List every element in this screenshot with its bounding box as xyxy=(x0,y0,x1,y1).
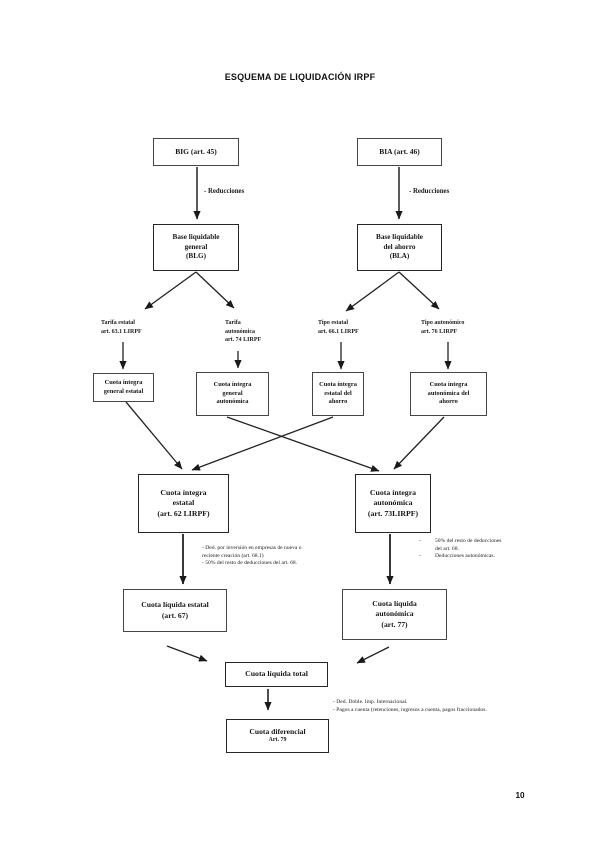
node-cuota-integra-autonomica-ahorro: Cuota íntegra autonómica del ahorro xyxy=(410,372,487,416)
node-cuota-diferencial-article: Art. 79 xyxy=(268,737,287,744)
node-cuota-liquida-autonomica: Cuota líquida autonómica (art. 77) xyxy=(342,589,447,640)
arrow-blg-to-tarifa-autonomica xyxy=(195,271,235,309)
label-tarifa-estatal: Tarifa estatal art. 63.1 LIRPF xyxy=(101,320,142,335)
note-autonomica-deductions: - 50% del resto de deducciones del art. … xyxy=(419,538,503,561)
note-item: - Ded. Doble. Imp. Internacional. xyxy=(333,699,408,705)
label-reducciones-general: - Reducciones xyxy=(204,188,245,195)
node-cuota-liquida-total: Cuota líquida total xyxy=(225,662,328,687)
bullet-dash: - xyxy=(419,538,421,544)
node-cuota-diferencial-title: Cuota diferencial xyxy=(249,726,306,736)
arrow-liquida-autonomica-to-total xyxy=(356,646,390,664)
arrow-bla-to-tipo-autonomico xyxy=(398,271,440,310)
label-reducciones-ahorro: - Reducciones xyxy=(409,188,450,195)
page-title: ESQUEMA DE LIQUIDACIÓN IRPF xyxy=(224,72,376,82)
arrow-ahorro-estatal-to-integra-estatal xyxy=(191,416,334,471)
node-cuota-integra-estatal: Cuota íntegra estatal (art. 62 LIRPF) xyxy=(138,474,229,533)
note-item: - 50% del resto de deducciones del art. … xyxy=(419,538,502,552)
node-base-liquidable-ahorro: Base liquidable del ahorro (BLA) xyxy=(357,224,442,271)
node-cuota-diferencial: Cuota diferencial Art. 79 xyxy=(226,719,329,753)
arrow-liquida-estatal-to-total xyxy=(166,645,208,662)
note-item: - Pagos a cuenta (retenciones, ingresos … xyxy=(333,706,487,713)
node-cuota-integra-general-autonomica: Cuota íntegra general autonómica xyxy=(196,372,269,416)
node-cuota-integra-estatal-ahorro: Cuota íntegra estatal del ahorro xyxy=(312,372,364,416)
node-cuota-integra-autonomica: Cuota íntegra autonómica (art. 73LIRPF) xyxy=(355,474,431,533)
arrow-blg-to-tarifa-estatal xyxy=(144,271,197,310)
note-item: - Deducciones autonómicas. xyxy=(419,553,495,560)
node-big: BIG (art. 45) xyxy=(153,138,239,166)
arrow-bla-to-tipo-estatal xyxy=(345,271,400,312)
label-tipo-autonomico: Tipo autonómico art. 76 LIRPF xyxy=(421,320,465,335)
label-tarifa-autonomica: Tarifa autonómica art. 74 LIRPF xyxy=(225,320,262,344)
node-bia: BIA (art. 46) xyxy=(357,138,442,166)
bullet-dash: - xyxy=(419,553,421,560)
note-item: - Ded. por inversión en empresas de nuev… xyxy=(202,545,302,559)
arrow-ahorro-autonomica-to-integra-autonomica xyxy=(393,416,445,470)
node-cuota-liquida-estatal: Cuota líquida estatal (art. 67) xyxy=(123,589,227,632)
arrow-general-autonomica-to-integra-autonomica xyxy=(226,416,380,472)
label-tipo-estatal: Tipo estatal art. 66.1 LIRPF xyxy=(318,320,359,335)
node-cuota-integra-general-estatal: Cuota íntegra general estatal xyxy=(93,373,154,402)
arrow-general-estatal-to-integra-estatal xyxy=(125,401,183,470)
note-estatal-deductions: - Ded. por inversión en empresas de nuev… xyxy=(202,545,314,568)
node-base-liquidable-general: Base liquidable general (BLG) xyxy=(153,224,239,271)
page-number: 10 xyxy=(515,791,525,800)
note-final-deductions: - Ded. Doble. Imp. Internacional. - Pago… xyxy=(333,699,487,714)
note-item: - 50% del resto de deducciones del art. … xyxy=(202,560,298,567)
